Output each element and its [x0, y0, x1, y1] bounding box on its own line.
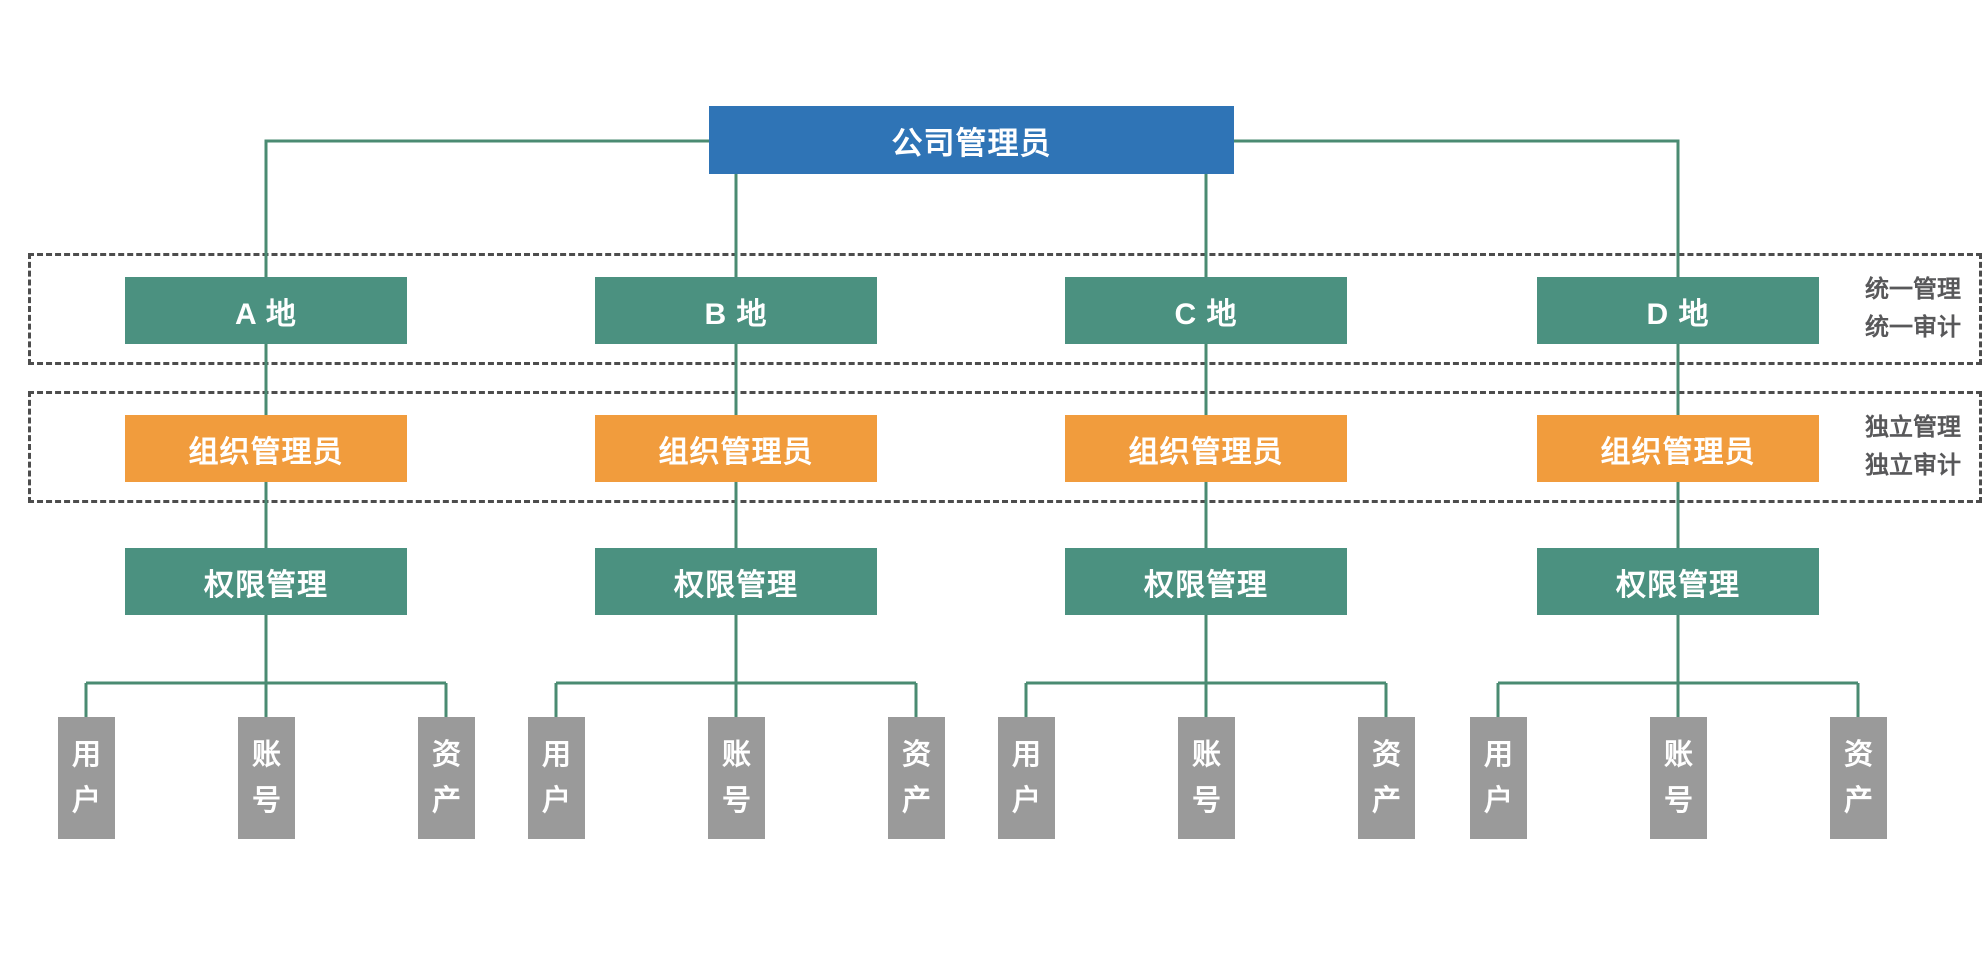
node-user-a: 用户 [58, 717, 115, 839]
connector-group-a [84, 344, 448, 717]
node-company-admin: 公司管理员 [709, 106, 1234, 174]
node-permission-mgmt-a: 权限管理 [125, 548, 407, 615]
zone-label-line: 统一管理 [1865, 275, 1961, 303]
node-location-c: C 地 [1065, 277, 1347, 344]
zone-unified-audit: 统一管理 统一审计 [28, 253, 1982, 365]
connector-root-to-a [264, 139, 709, 277]
node-account-d: 账号 [1650, 717, 1707, 839]
node-org-admin-b: 组织管理员 [595, 415, 877, 482]
zone-independent-audit-label: 独立管理 独立审计 [1865, 409, 1961, 486]
connector-group-c [1024, 344, 1388, 717]
node-account-a: 账号 [238, 717, 295, 839]
node-location-a: A 地 [125, 277, 407, 344]
node-user-b: 用户 [528, 717, 585, 839]
connector-group-d [1496, 344, 1860, 717]
zone-independent-audit: 独立管理 独立审计 [28, 391, 1982, 503]
node-asset-a: 资产 [418, 717, 475, 839]
node-org-admin-d: 组织管理员 [1537, 415, 1819, 482]
connector-root-to-d [1234, 139, 1680, 277]
node-asset-d: 资产 [1830, 717, 1887, 839]
node-account-b: 账号 [708, 717, 765, 839]
node-permission-mgmt-b: 权限管理 [595, 548, 877, 615]
node-org-admin-c: 组织管理员 [1065, 415, 1347, 482]
zone-label-line: 独立审计 [1865, 452, 1961, 479]
node-asset-b: 资产 [888, 717, 945, 839]
connector-group-b [554, 344, 918, 717]
node-user-d: 用户 [1470, 717, 1527, 839]
zone-unified-audit-label: 统一管理 统一审计 [1865, 271, 1961, 348]
node-account-c: 账号 [1178, 717, 1235, 839]
node-location-b: B 地 [595, 277, 877, 344]
node-org-admin-a: 组织管理员 [125, 415, 407, 482]
node-location-d: D 地 [1537, 277, 1819, 344]
zone-label-line: 独立管理 [1865, 413, 1961, 441]
node-permission-mgmt-c: 权限管理 [1065, 548, 1347, 615]
node-user-c: 用户 [998, 717, 1055, 839]
node-permission-mgmt-d: 权限管理 [1537, 548, 1819, 615]
zone-label-line: 统一审计 [1865, 314, 1961, 341]
node-asset-c: 资产 [1358, 717, 1415, 839]
